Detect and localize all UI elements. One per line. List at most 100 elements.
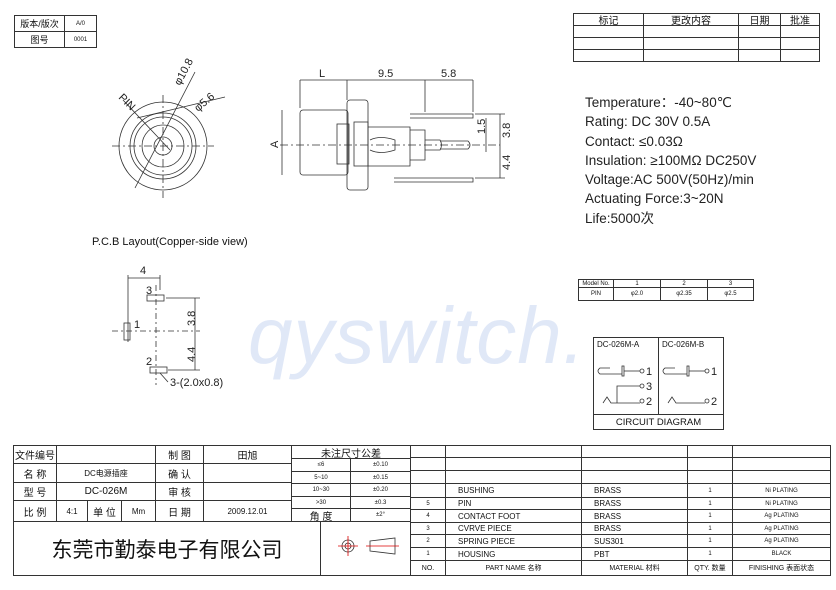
pcb-pin-2: 2 <box>146 356 152 368</box>
bom-empty-cell <box>410 470 446 484</box>
phi-outer: φ10.8 <box>172 57 196 88</box>
projection-cell <box>320 521 411 576</box>
name-label: 名 称 <box>13 463 57 483</box>
scale-label: 比 例 <box>13 500 57 522</box>
spec-contact: Contact: ≤0.03Ω <box>585 133 683 149</box>
bom-cell: 2 <box>410 534 446 548</box>
tolerance-range: 角 度 <box>291 508 351 523</box>
unit-label: 单 位 <box>87 500 122 522</box>
circuit-a-label: DC-026M-A <box>597 340 640 349</box>
bom-empty-cell <box>687 457 733 471</box>
tolerance-range: 10~30 <box>291 483 351 497</box>
bom-cell: BRASS <box>581 509 688 523</box>
bom-cell: SPRING PIECE <box>445 534 582 548</box>
front-view: φ10.8 φ5.6 PIN <box>112 57 226 198</box>
confirm-label: 确 认 <box>155 463 204 483</box>
spec-insulation: Insulation: ≥100MΩ DC250V <box>585 152 757 168</box>
bom-header: MATERIAL 材料 <box>581 560 688 576</box>
pcb-dim-4-4: 4.4 <box>186 347 198 362</box>
date-value: 2009.12.01 <box>203 500 292 522</box>
specifications: Temperature：-40~80℃ Rating: DC 30V 0.5A … <box>585 93 756 228</box>
bom-cell: BRASS <box>581 483 688 498</box>
tolerance-range: ≤6 <box>291 458 351 472</box>
bom-cell: BLACK <box>732 547 831 561</box>
bom-header: FINISHING 表面状态 <box>732 560 831 576</box>
pcb-pin-1: 1 <box>134 319 140 331</box>
bom-cell: 1 <box>410 547 446 561</box>
dim-A: A <box>269 140 281 148</box>
bom-empty-cell <box>581 470 688 484</box>
date-label: 日 期 <box>155 500 204 522</box>
review-value <box>203 482 292 501</box>
dim-5-8: 5.8 <box>441 68 456 80</box>
circuit-symbols: 1 3 2 1 2 <box>597 365 717 408</box>
bom-header: QTY. 数量 <box>687 560 733 576</box>
spec-temperature: Temperature：-40~80℃ <box>585 95 732 110</box>
side-view: L 9.5 5.8 A 1.5 3.8 4.4 <box>269 68 513 191</box>
bom-cell: Ag PLATING <box>732 509 831 523</box>
tolerance-value: ±0.20 <box>350 483 411 497</box>
dim-3-8: 3.8 <box>501 123 513 138</box>
pin-3: φ2.5 <box>707 287 754 301</box>
bom-cell: BUSHING <box>445 483 582 498</box>
circuit-a-t2: 2 <box>646 396 652 408</box>
tolerance-value: ±0.10 <box>350 458 411 472</box>
dim-L: L <box>319 68 325 80</box>
spec-life: Life:5000次 <box>585 210 655 226</box>
file-no-value <box>56 445 156 464</box>
bom-cell: PBT <box>581 547 688 561</box>
circuit-b-t2: 2 <box>711 396 717 408</box>
pcb-layout: 4 3.8 4.4 3 1 2 3-(2.0x0.8) <box>112 265 223 389</box>
bom-empty-cell <box>687 470 733 484</box>
unit-value: Mm <box>121 500 156 522</box>
dim-9-5: 9.5 <box>378 68 393 80</box>
bom-cell: HOUSING <box>445 547 582 561</box>
circuit-caption: CIRCUIT DIAGRAM <box>593 414 724 430</box>
bom-empty-cell <box>410 457 446 471</box>
circuit-b-t1: 1 <box>711 366 717 378</box>
revision-cell <box>573 49 644 62</box>
bom-empty-cell <box>732 470 831 484</box>
bom-cell: Ni PLATING <box>732 483 831 498</box>
file-no-label: 文件编号 <box>13 445 57 464</box>
drawn-value: 田旭 <box>203 445 292 464</box>
bom-empty-cell <box>581 457 688 471</box>
dim-1-5: 1.5 <box>476 119 488 134</box>
revision-cell <box>738 49 781 62</box>
pcb-title: P.C.B Layout(Copper-side view) <box>92 236 248 248</box>
circuit-a-t1: 1 <box>646 366 652 378</box>
bom-header: PART NAME 名称 <box>445 560 582 576</box>
bom-cell: 1 <box>687 547 733 561</box>
revision-cell <box>780 49 820 62</box>
spec-force: Actuating Force:3~20N <box>585 191 724 207</box>
pcb-hole-spec: 3-(2.0x0.8) <box>170 377 223 389</box>
drawing-no-value: 0001 <box>64 31 97 48</box>
tolerance-value: ±2° <box>350 508 411 522</box>
projection-symbol-icon <box>338 536 399 556</box>
bom-cell: CONTACT FOOT <box>445 509 582 523</box>
bom-empty-cell <box>445 470 582 484</box>
model-value: DC-026M <box>56 482 156 501</box>
bom-cell <box>410 483 446 498</box>
bom-cell: 1 <box>687 534 733 548</box>
scale-value: 4:1 <box>56 500 88 522</box>
pcb-pin-3: 3 <box>146 285 152 297</box>
pcb-dim-3-8: 3.8 <box>186 311 198 326</box>
pin-label-dim: PIN <box>116 92 137 113</box>
bom-cell: SUS301 <box>581 534 688 548</box>
circuit-a-t3: 3 <box>646 381 652 393</box>
review-label: 审 核 <box>155 482 204 501</box>
spec-voltage: Voltage:AC 500V(50Hz)/min <box>585 172 754 188</box>
dim-4-4: 4.4 <box>501 155 513 170</box>
name-value: DC电源插座 <box>56 463 156 483</box>
spec-rating: Rating: DC 30V 0.5A <box>585 114 711 130</box>
bom-cell: 1 <box>687 509 733 523</box>
bom-empty-cell <box>445 457 582 471</box>
confirm-value <box>203 463 292 483</box>
model-label: 型 号 <box>13 482 57 501</box>
circuit-b-label: DC-026M-B <box>662 340 705 349</box>
bom-header: NO. <box>410 560 446 576</box>
bom-empty-cell <box>732 457 831 471</box>
